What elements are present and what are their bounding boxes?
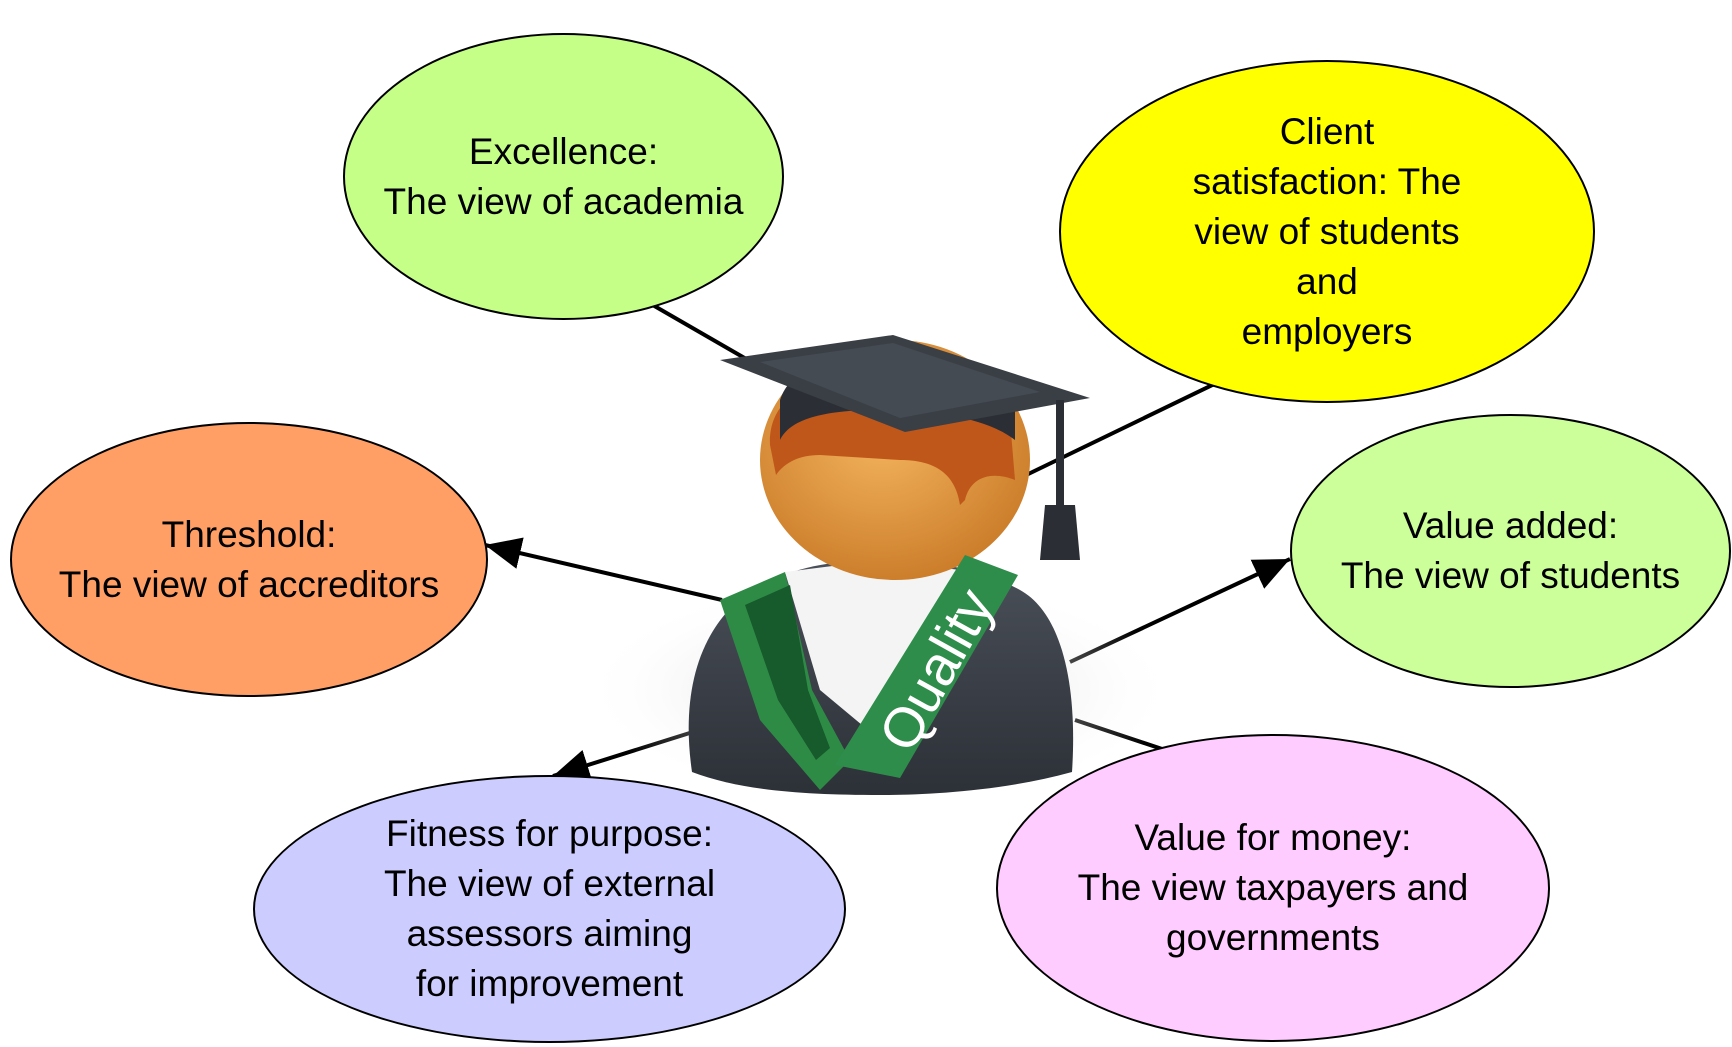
bubble-threshold: Threshold: The view of accreditors [10, 422, 488, 697]
bubble-threshold-text: Threshold: The view of accreditors [58, 513, 440, 605]
graduate-figure: Quality [580, 335, 1180, 805]
bubble-client-satisfaction: Client satisfaction: The view of student… [1059, 60, 1595, 403]
bubble-excellence-text: Excellence: The view of academia [383, 130, 744, 222]
tassel [1040, 505, 1080, 560]
bubble-excellence: Excellence: The view of academia [343, 33, 784, 320]
bubble-money-text: Value for money: The view taxpayers and … [1077, 817, 1469, 958]
bubble-fitness-text: Fitness for purpose: The view of externa… [383, 813, 716, 1004]
bubble-client-text: Client satisfaction: The view of student… [1192, 110, 1462, 352]
bubble-value-added-text: Value added: The view of students [1340, 505, 1681, 596]
robe-left-stripe-inner [745, 585, 830, 760]
cap-board-shine [760, 343, 1040, 418]
bubble-fitness-for-purpose: Fitness for purpose: The view of externa… [253, 775, 846, 1043]
bubble-value-added: Value added: The view of students [1290, 414, 1731, 688]
arrow-to-threshold [484, 537, 723, 602]
sash [835, 555, 1018, 778]
bubble-value-for-money: Value for money: The view taxpayers and … [996, 734, 1550, 1042]
